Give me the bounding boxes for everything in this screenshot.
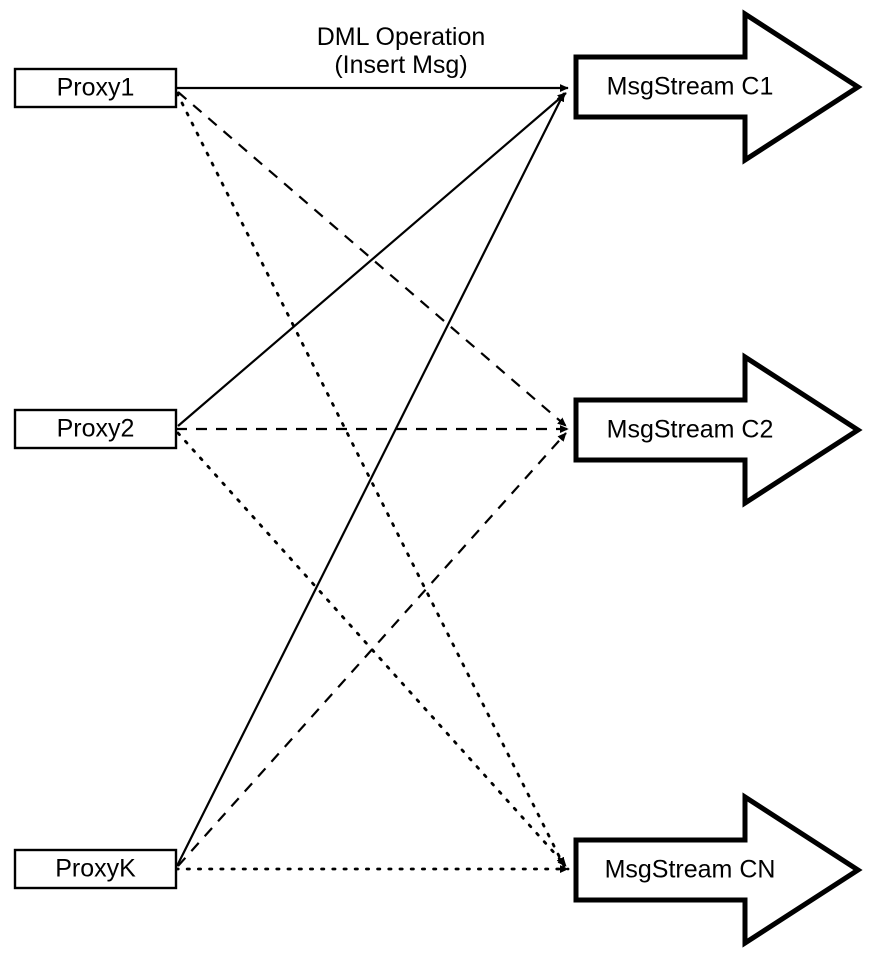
proxyk-box[interactable] bbox=[13, 848, 178, 890]
stream-cn-arrow-shape[interactable] bbox=[573, 792, 863, 948]
connector-proxyk-to-stream-c2[interactable] bbox=[177, 432, 567, 867]
proxyk-label: ProxyK bbox=[55, 855, 136, 883]
connector-proxy1-to-stream-c2[interactable] bbox=[177, 91, 567, 427]
connector-proxy1-to-stream-cn[interactable] bbox=[175, 91, 566, 868]
proxy2-box[interactable] bbox=[13, 408, 178, 450]
connector-proxy2-to-stream-c1[interactable] bbox=[177, 92, 567, 427]
proxy2-label: Proxy2 bbox=[57, 415, 135, 443]
stream-node-c1[interactable]: MsgStream C1 bbox=[573, 9, 863, 165]
connector-layer bbox=[174, 83, 570, 874]
dml-operation-annotation: DML Operation (Insert Msg) bbox=[317, 23, 486, 79]
stream-c1-arrow-shape[interactable] bbox=[573, 9, 863, 165]
stream-c1-label: MsgStream C1 bbox=[607, 73, 774, 101]
dml-operation-annotation-line1: DML Operation bbox=[317, 23, 486, 51]
proxy1-label: Proxy1 bbox=[57, 74, 135, 102]
proxy1-box[interactable] bbox=[13, 67, 178, 109]
stream-node-cn[interactable]: MsgStream CN bbox=[573, 792, 863, 948]
stream-node-c2[interactable]: MsgStream C2 bbox=[573, 352, 863, 508]
proxy-node-proxy2[interactable]: Proxy2 bbox=[13, 408, 178, 450]
stream-c2-arrow-shape[interactable] bbox=[573, 352, 863, 508]
proxy-node-proxyk[interactable]: ProxyK bbox=[13, 848, 178, 890]
stream-c2-label: MsgStream C2 bbox=[607, 416, 774, 444]
stream-cn-label: MsgStream CN bbox=[605, 856, 776, 884]
proxy-node-proxy1[interactable]: Proxy1 bbox=[13, 67, 178, 109]
dml-operation-annotation-line2: (Insert Msg) bbox=[334, 51, 467, 79]
connector-proxyk-to-stream-c1[interactable] bbox=[176, 92, 565, 867]
